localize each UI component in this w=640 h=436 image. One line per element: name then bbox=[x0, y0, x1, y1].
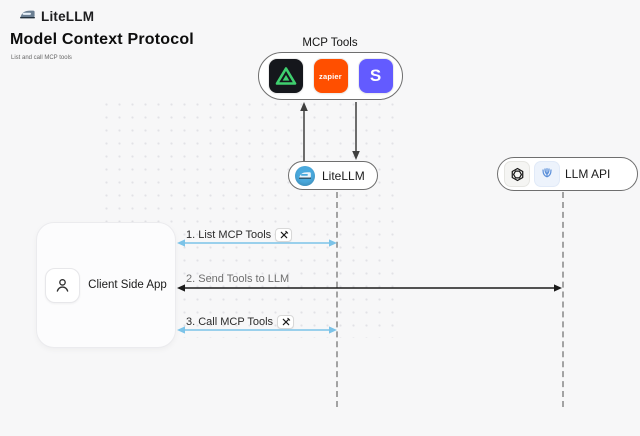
litellm-node: LiteLLM bbox=[288, 161, 378, 190]
app-header: LiteLLM bbox=[19, 7, 94, 25]
arrow-call-mcp-tools bbox=[177, 326, 337, 334]
step-3-label: 3. Call MCP Tools bbox=[186, 315, 295, 329]
tools-icon bbox=[275, 228, 293, 242]
page-title: Model Context Protocol bbox=[10, 31, 194, 48]
step-2-text: 2. Send Tools to LLM bbox=[186, 273, 290, 285]
mcp-tools-node: zapier S bbox=[258, 52, 403, 100]
brand-name: LiteLLM bbox=[41, 8, 95, 24]
llm-api-node-label: LLM API bbox=[565, 167, 611, 181]
llm-api-lifeline bbox=[562, 192, 564, 407]
llm-api-node: LLM API bbox=[497, 157, 638, 191]
litellm-train-icon bbox=[19, 7, 36, 25]
zapier-icon: zapier bbox=[313, 59, 348, 93]
step-1-label: 1. List MCP Tools bbox=[186, 228, 293, 242]
step-1-text: 1. List MCP Tools bbox=[186, 229, 272, 241]
mcp-tools-label: MCP Tools bbox=[302, 37, 358, 49]
stripe-letter: S bbox=[369, 66, 382, 85]
llm-provider-icon bbox=[535, 162, 559, 186]
litellm-logo-icon bbox=[295, 165, 315, 186]
stripe-icon: S bbox=[358, 59, 393, 93]
client-node-label: Client Side App bbox=[88, 279, 167, 291]
step-3-text: 3. Call MCP Tools bbox=[186, 316, 274, 328]
arrow-up-litellm-to-mcp bbox=[300, 102, 308, 161]
person-icon bbox=[45, 267, 81, 303]
step-2-label: 2. Send Tools to LLM bbox=[186, 273, 289, 285]
arrow-down-mcp-to-litellm bbox=[352, 102, 360, 160]
tools-icon bbox=[277, 315, 295, 329]
litellm-lifeline bbox=[336, 192, 338, 407]
litellm-node-label: LiteLLM bbox=[322, 168, 365, 183]
green-triangle-tool-icon bbox=[268, 59, 303, 93]
client-side-app-node: Client Side App bbox=[36, 222, 176, 348]
page-subtitle: List and call MCP tools bbox=[11, 55, 72, 61]
arrow-list-mcp-tools bbox=[177, 239, 337, 247]
openai-icon bbox=[505, 162, 529, 186]
arrow-send-tools-to-llm bbox=[177, 284, 562, 292]
zapier-wordmark: zapier bbox=[319, 71, 342, 81]
